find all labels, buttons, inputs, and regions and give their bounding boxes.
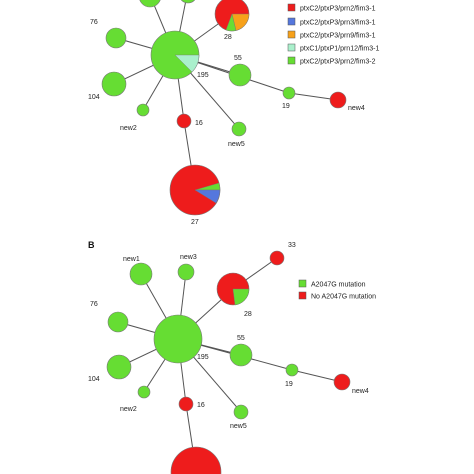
node-a-27-blue-slice <box>194 189 221 204</box>
label-a-28: 28 <box>224 34 232 41</box>
label-a-new2: new2 <box>120 125 137 132</box>
legend-a-label-0: ptxC2/ptxP3/prn2/fim3-1 <box>300 6 376 13</box>
label-b-new5: new5 <box>230 423 247 430</box>
node-b-new4 <box>333 373 351 391</box>
node-a-28-green-slice <box>225 13 237 32</box>
node-a-195-lightgreen-slice <box>174 54 200 73</box>
node-b-new3 <box>177 263 195 281</box>
legend-a-swatch-3 <box>287 43 296 52</box>
node-b-76 <box>107 311 129 333</box>
label-b-76: 76 <box>90 301 98 308</box>
legend-b-swatch-1 <box>298 291 307 300</box>
node-b-27 <box>170 446 222 474</box>
node-b-new2 <box>137 385 151 399</box>
label-b-16: 16 <box>197 402 205 409</box>
node-a-55 <box>228 63 252 87</box>
node-b-new1 <box>129 262 153 286</box>
panel-a: 28 76 55 104 195 19 new4 16 new2 new5 27… <box>88 0 379 226</box>
node-b-19 <box>285 363 299 377</box>
node-b-new5 <box>233 404 249 420</box>
node-b-33 <box>269 250 285 266</box>
label-b-19: 19 <box>285 381 293 388</box>
panel-b-label: B <box>88 240 95 250</box>
label-a-19: 19 <box>282 103 290 110</box>
legend-b-swatch-0 <box>298 279 307 288</box>
legend-a-label-2: ptxC2/ptxP3/prn9/fim3-1 <box>300 33 376 40</box>
legend-b-label-0: A2047G mutation <box>311 282 366 289</box>
label-b-55: 55 <box>237 335 245 342</box>
legend-a-swatch-2 <box>287 30 296 39</box>
node-a-76 <box>105 27 127 49</box>
node-a-195 <box>150 30 200 80</box>
label-a-27: 27 <box>191 219 199 226</box>
node-a-27 <box>169 164 221 216</box>
label-b-new2: new2 <box>120 406 137 413</box>
node-b-16 <box>178 396 194 412</box>
label-b-104: 104 <box>88 376 100 383</box>
label-b-28: 28 <box>244 311 252 318</box>
edge-b-19-new4 <box>291 369 343 383</box>
legend-a-swatch-4 <box>287 56 296 65</box>
node-a-19 <box>282 86 296 100</box>
legend-a-swatch-0 <box>287 3 296 12</box>
label-b-new3: new3 <box>180 254 197 261</box>
node-b-28-green-slice <box>232 288 250 306</box>
label-a-16: 16 <box>195 120 203 127</box>
label-b-new1: new1 <box>123 256 140 263</box>
legend-b: A2047G mutation No A2047G mutation <box>298 279 376 301</box>
node-a-new2 <box>136 103 150 117</box>
label-b-195: 195 <box>197 354 209 361</box>
label-a-55: 55 <box>234 55 242 62</box>
label-a-76: 76 <box>90 19 98 26</box>
node-a-16 <box>176 113 192 129</box>
node-b-195 <box>153 314 203 364</box>
node-a-top2 <box>180 0 196 4</box>
node-b-28 <box>216 272 250 306</box>
label-a-195: 195 <box>197 72 209 79</box>
label-a-new5: new5 <box>228 141 245 148</box>
label-a-104: 104 <box>88 94 100 101</box>
legend-a-label-1: ptxC2/ptxP3/prn3/fim3-1 <box>300 20 376 27</box>
node-a-top1 <box>139 0 161 8</box>
node-a-104 <box>101 71 127 97</box>
legend-b-label-1: No A2047G mutation <box>311 294 376 301</box>
label-b-new4: new4 <box>352 388 369 395</box>
label-b-33: 33 <box>288 242 296 249</box>
node-a-new4 <box>329 91 347 109</box>
legend-a-label-4: ptxC2/ptxP3/prn2/fim3-2 <box>300 59 376 66</box>
legend-a: ptxC2/ptxP3/prn2/fim3-1 ptxC2/ptxP3/prn3… <box>287 3 379 66</box>
legend-a-label-3: ptxC1/ptxP1/prn12/fim3-1 <box>300 46 379 53</box>
node-a-28 <box>214 0 250 32</box>
panel-b: B <box>88 240 376 474</box>
legend-a-swatch-1 <box>287 17 296 26</box>
label-a-new4: new4 <box>348 105 365 112</box>
node-b-104 <box>106 354 132 380</box>
node-b-55 <box>229 343 253 367</box>
node-a-new5 <box>231 121 247 137</box>
